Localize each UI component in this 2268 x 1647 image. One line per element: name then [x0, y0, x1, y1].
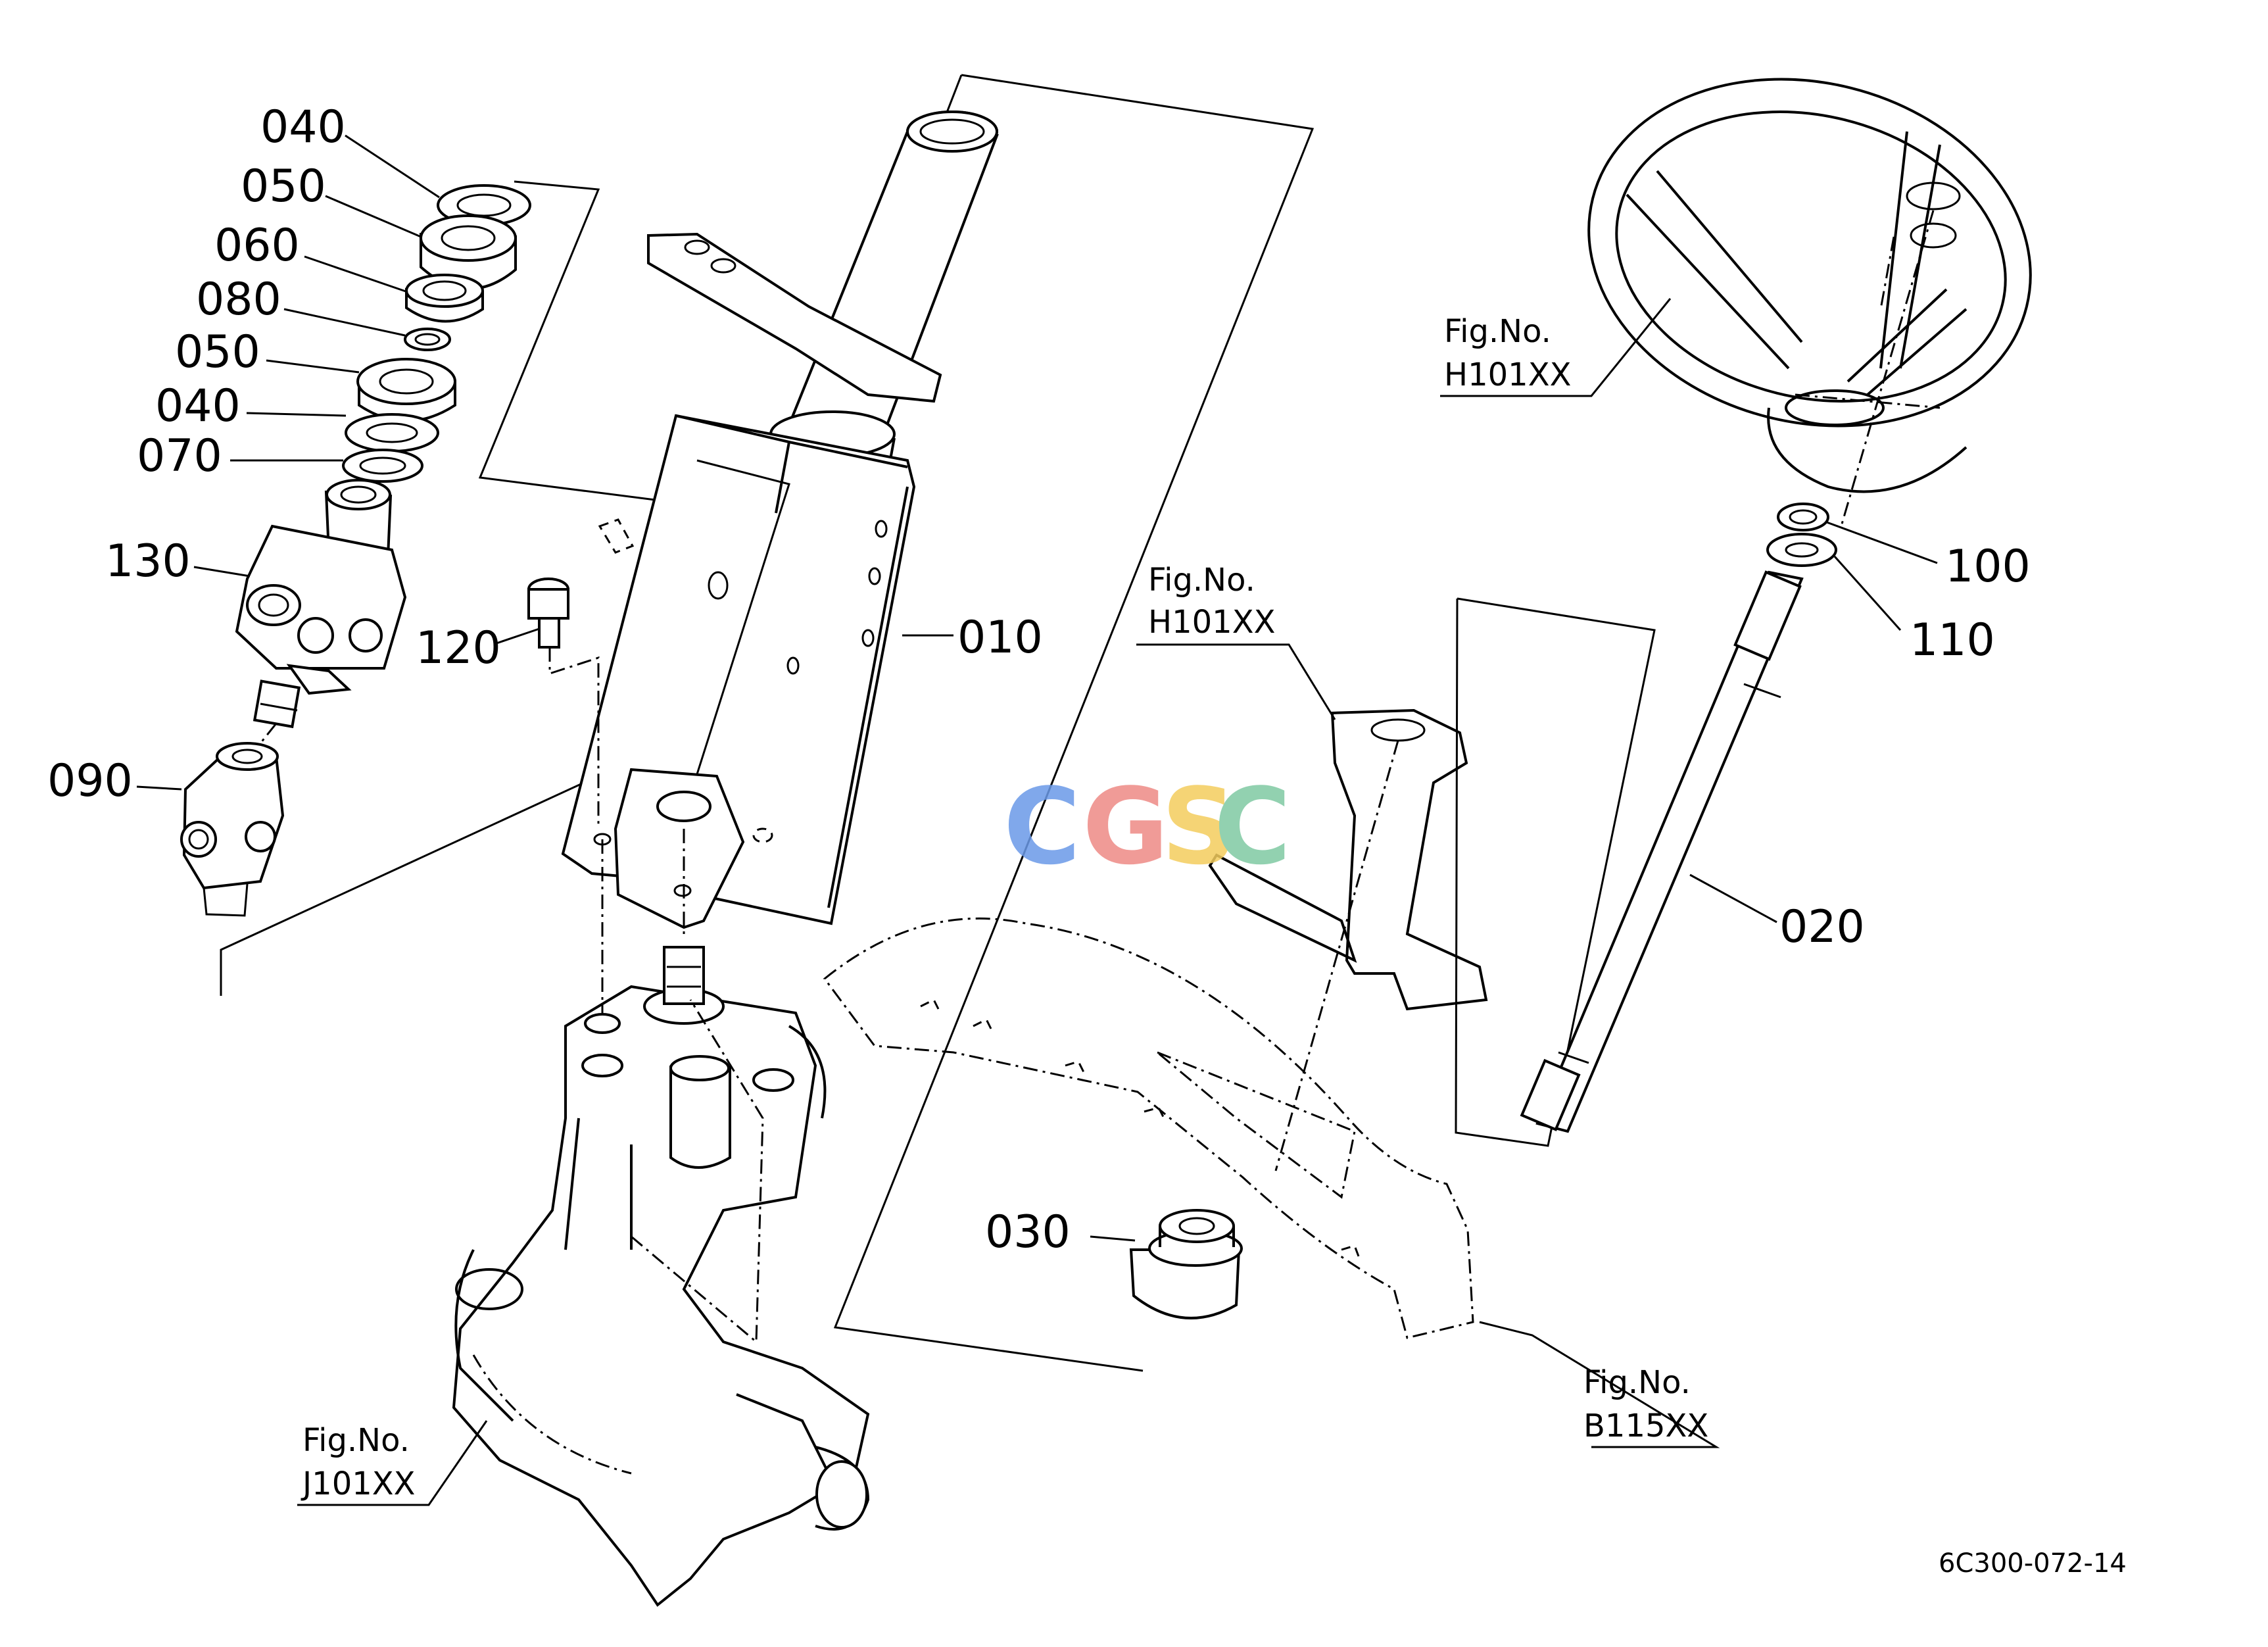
- bolt-120: [527, 578, 600, 829]
- callout-090: 090: [47, 755, 133, 807]
- callout-030: 030: [985, 1206, 1071, 1258]
- watermark-logo: C G S C: [1003, 765, 1291, 888]
- figref-gearbox-code: J101XX: [301, 1465, 416, 1502]
- steering-gearbox: [452, 946, 870, 1607]
- callout-130: 130: [105, 535, 191, 587]
- bearing-stack: [342, 184, 531, 483]
- bushing-030: [1129, 1209, 1243, 1319]
- figref-panel-label: Fig.No.: [1583, 1364, 1691, 1401]
- callout-060: 060: [214, 220, 300, 272]
- callout-050b: 050: [175, 326, 260, 378]
- figure-references: Fig.No. H101XX Fig.No. H101XX Fig.No. B1…: [301, 313, 1708, 1502]
- column-bracket-010: [561, 111, 999, 1013]
- figref-steering-wheel-code: H101XX: [1444, 356, 1571, 393]
- callout-020: 020: [1779, 901, 1865, 953]
- figref-column-cover-label: Fig.No.: [1148, 562, 1255, 599]
- figref-steering-wheel-label: Fig.No.: [1444, 313, 1551, 350]
- callout-050a: 050: [241, 160, 326, 212]
- callout-110: 110: [1910, 614, 1995, 666]
- watermark-letter-1: C: [1003, 765, 1080, 888]
- callout-040b: 040: [155, 380, 241, 432]
- watermark-letter-3: S: [1161, 765, 1237, 888]
- callout-120: 120: [416, 622, 501, 674]
- document-id: 6C300-072-14: [1939, 1548, 2127, 1579]
- watermark-letter-2: G: [1082, 765, 1169, 888]
- callout-010: 010: [957, 612, 1043, 664]
- callout-labels: 040 050 060 080 050 040 070 130 120 090 …: [47, 101, 2031, 1258]
- universal-joint-130: [235, 479, 407, 757]
- callout-100: 100: [1945, 541, 2031, 593]
- callout-080: 080: [196, 274, 281, 326]
- steering-wheel: [1587, 78, 2032, 527]
- washers-100-110: [1766, 503, 1837, 567]
- figref-column-cover-code: H101XX: [1148, 604, 1275, 641]
- panel: [823, 917, 1474, 1339]
- callout-040a: 040: [260, 101, 346, 153]
- steering-shaft-020: [1520, 570, 1804, 1133]
- watermark-letter-4: C: [1214, 765, 1291, 888]
- column-cover: [1208, 708, 1488, 1171]
- yoke-090: [180, 742, 285, 917]
- figref-panel-code: B115XX: [1583, 1408, 1708, 1444]
- leader-lines: [136, 134, 1938, 1506]
- figref-gearbox-label: Fig.No.: [302, 1422, 410, 1459]
- callout-070: 070: [137, 430, 222, 482]
